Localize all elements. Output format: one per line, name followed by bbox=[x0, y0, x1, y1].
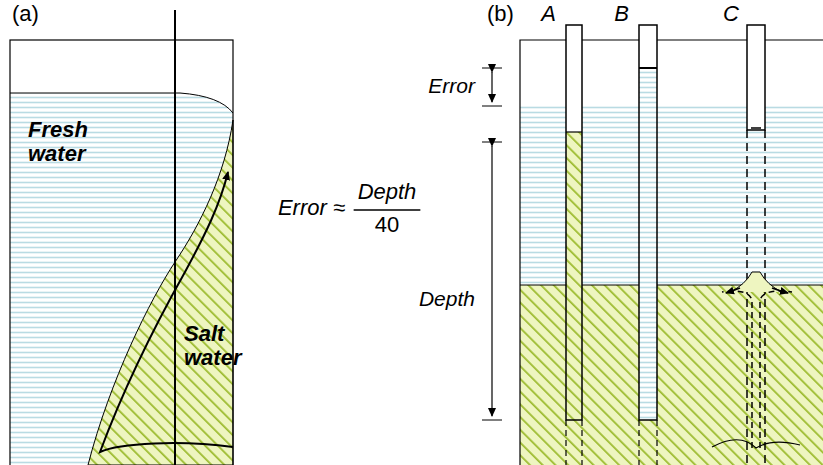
circulation-arrow bbox=[100, 172, 233, 452]
formula-denominator: 40 bbox=[375, 213, 399, 237]
flow-arrow bbox=[726, 288, 740, 293]
tube-extension bbox=[639, 420, 657, 465]
flow-path bbox=[722, 291, 792, 448]
tube-empty bbox=[566, 25, 582, 132]
region-label: Fresh water bbox=[28, 118, 118, 166]
tube-c bbox=[747, 25, 765, 130]
panel-b bbox=[482, 25, 823, 465]
region-label: Salt water bbox=[184, 322, 232, 370]
tube-fresh bbox=[639, 68, 657, 420]
fresh-water bbox=[10, 93, 233, 465]
dimension-tick bbox=[482, 106, 502, 107]
fraction-bar bbox=[354, 209, 421, 211]
formula-text: Error ≈ bbox=[278, 196, 345, 220]
flow-return bbox=[712, 440, 800, 448]
tube-b bbox=[639, 25, 657, 420]
panel-letter: (b) bbox=[487, 2, 514, 26]
water-surface bbox=[10, 93, 233, 113]
dimension-tick bbox=[482, 420, 502, 421]
tube-level bbox=[566, 131, 582, 132]
tube-extension bbox=[747, 130, 765, 465]
tube-level bbox=[751, 127, 761, 129]
tube-salt bbox=[566, 132, 582, 420]
error-dimension bbox=[491, 72, 492, 102]
formula-numerator: Depth bbox=[358, 180, 417, 204]
tube-extension bbox=[566, 420, 582, 465]
tube-a bbox=[566, 25, 582, 420]
tube-level bbox=[639, 67, 657, 69]
panel-a bbox=[10, 10, 233, 465]
well-line bbox=[174, 10, 176, 465]
panel-frame bbox=[10, 40, 233, 465]
tube-letter: C bbox=[723, 2, 739, 26]
tube-letter: B bbox=[614, 2, 629, 26]
dimension-label: Depth bbox=[419, 287, 475, 310]
depth-dimension bbox=[491, 146, 492, 416]
salt-wedge bbox=[88, 120, 233, 465]
tube-letter: A bbox=[541, 2, 556, 26]
flow-arrow bbox=[772, 288, 788, 293]
dimension-tick bbox=[482, 142, 502, 143]
panel-letter: (a) bbox=[12, 2, 39, 26]
dimension-label: Error bbox=[428, 74, 475, 97]
dimension-tick bbox=[482, 68, 502, 69]
tube-empty bbox=[639, 25, 657, 68]
